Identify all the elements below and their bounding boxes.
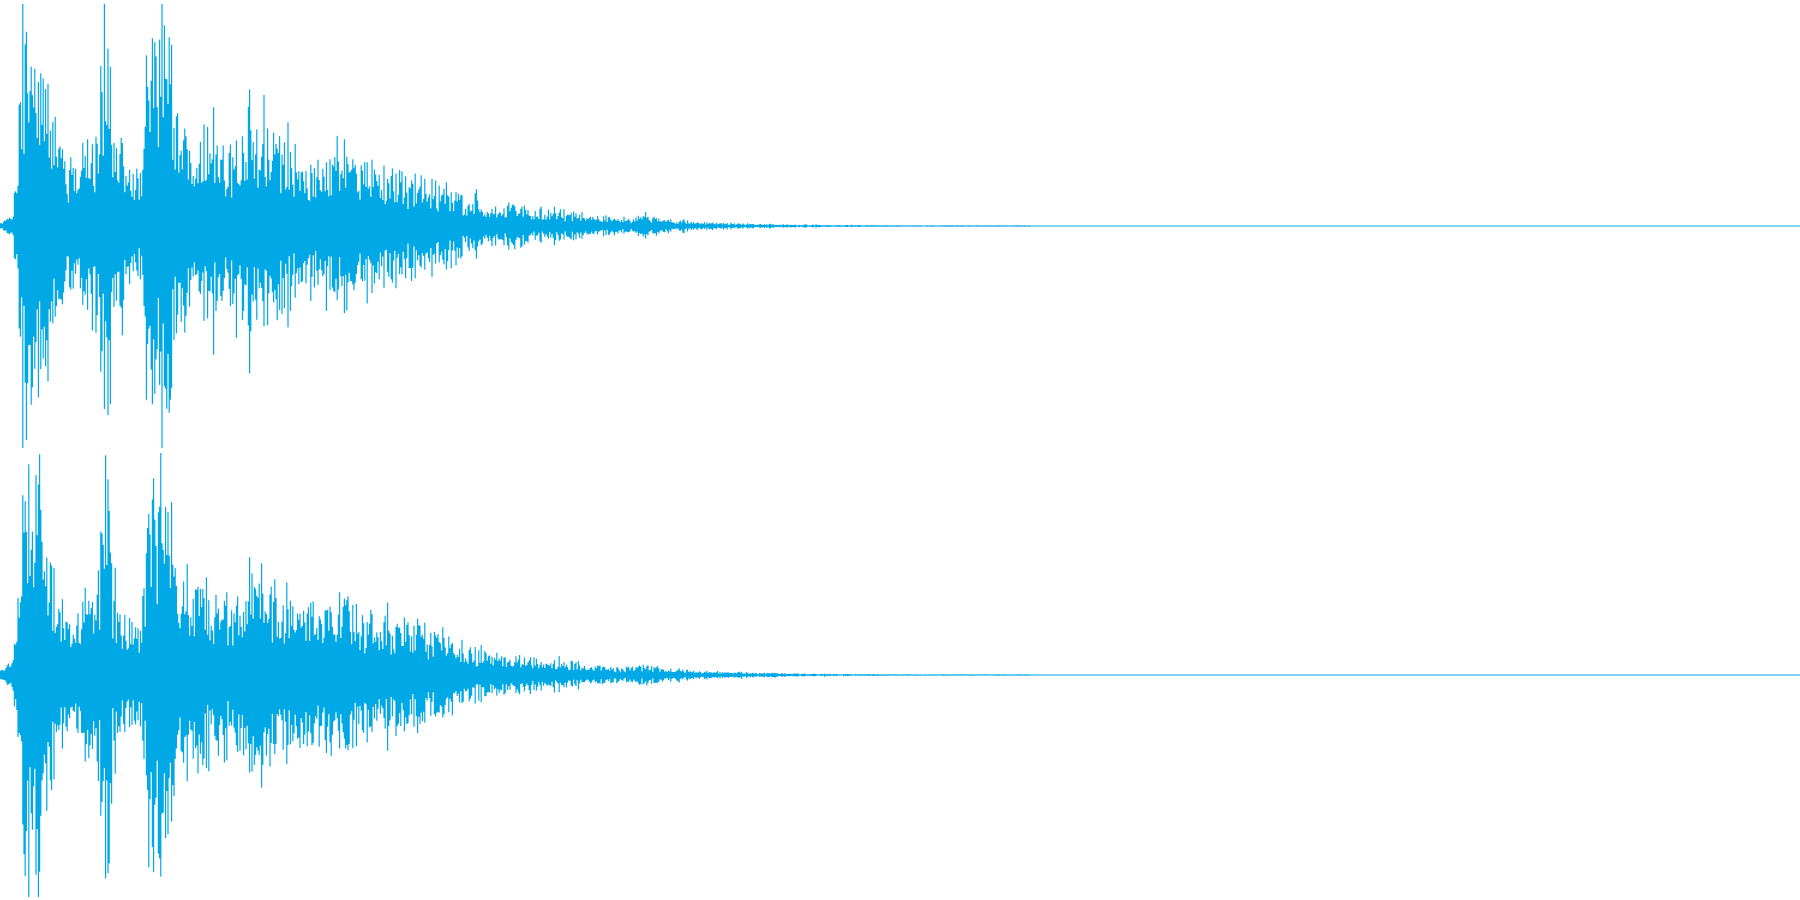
- waveform-path: [0, 453, 1031, 897]
- waveform-channel-right: [0, 453, 1800, 897]
- waveform-path: [0, 4, 1031, 448]
- waveform-channel-left: [0, 4, 1800, 448]
